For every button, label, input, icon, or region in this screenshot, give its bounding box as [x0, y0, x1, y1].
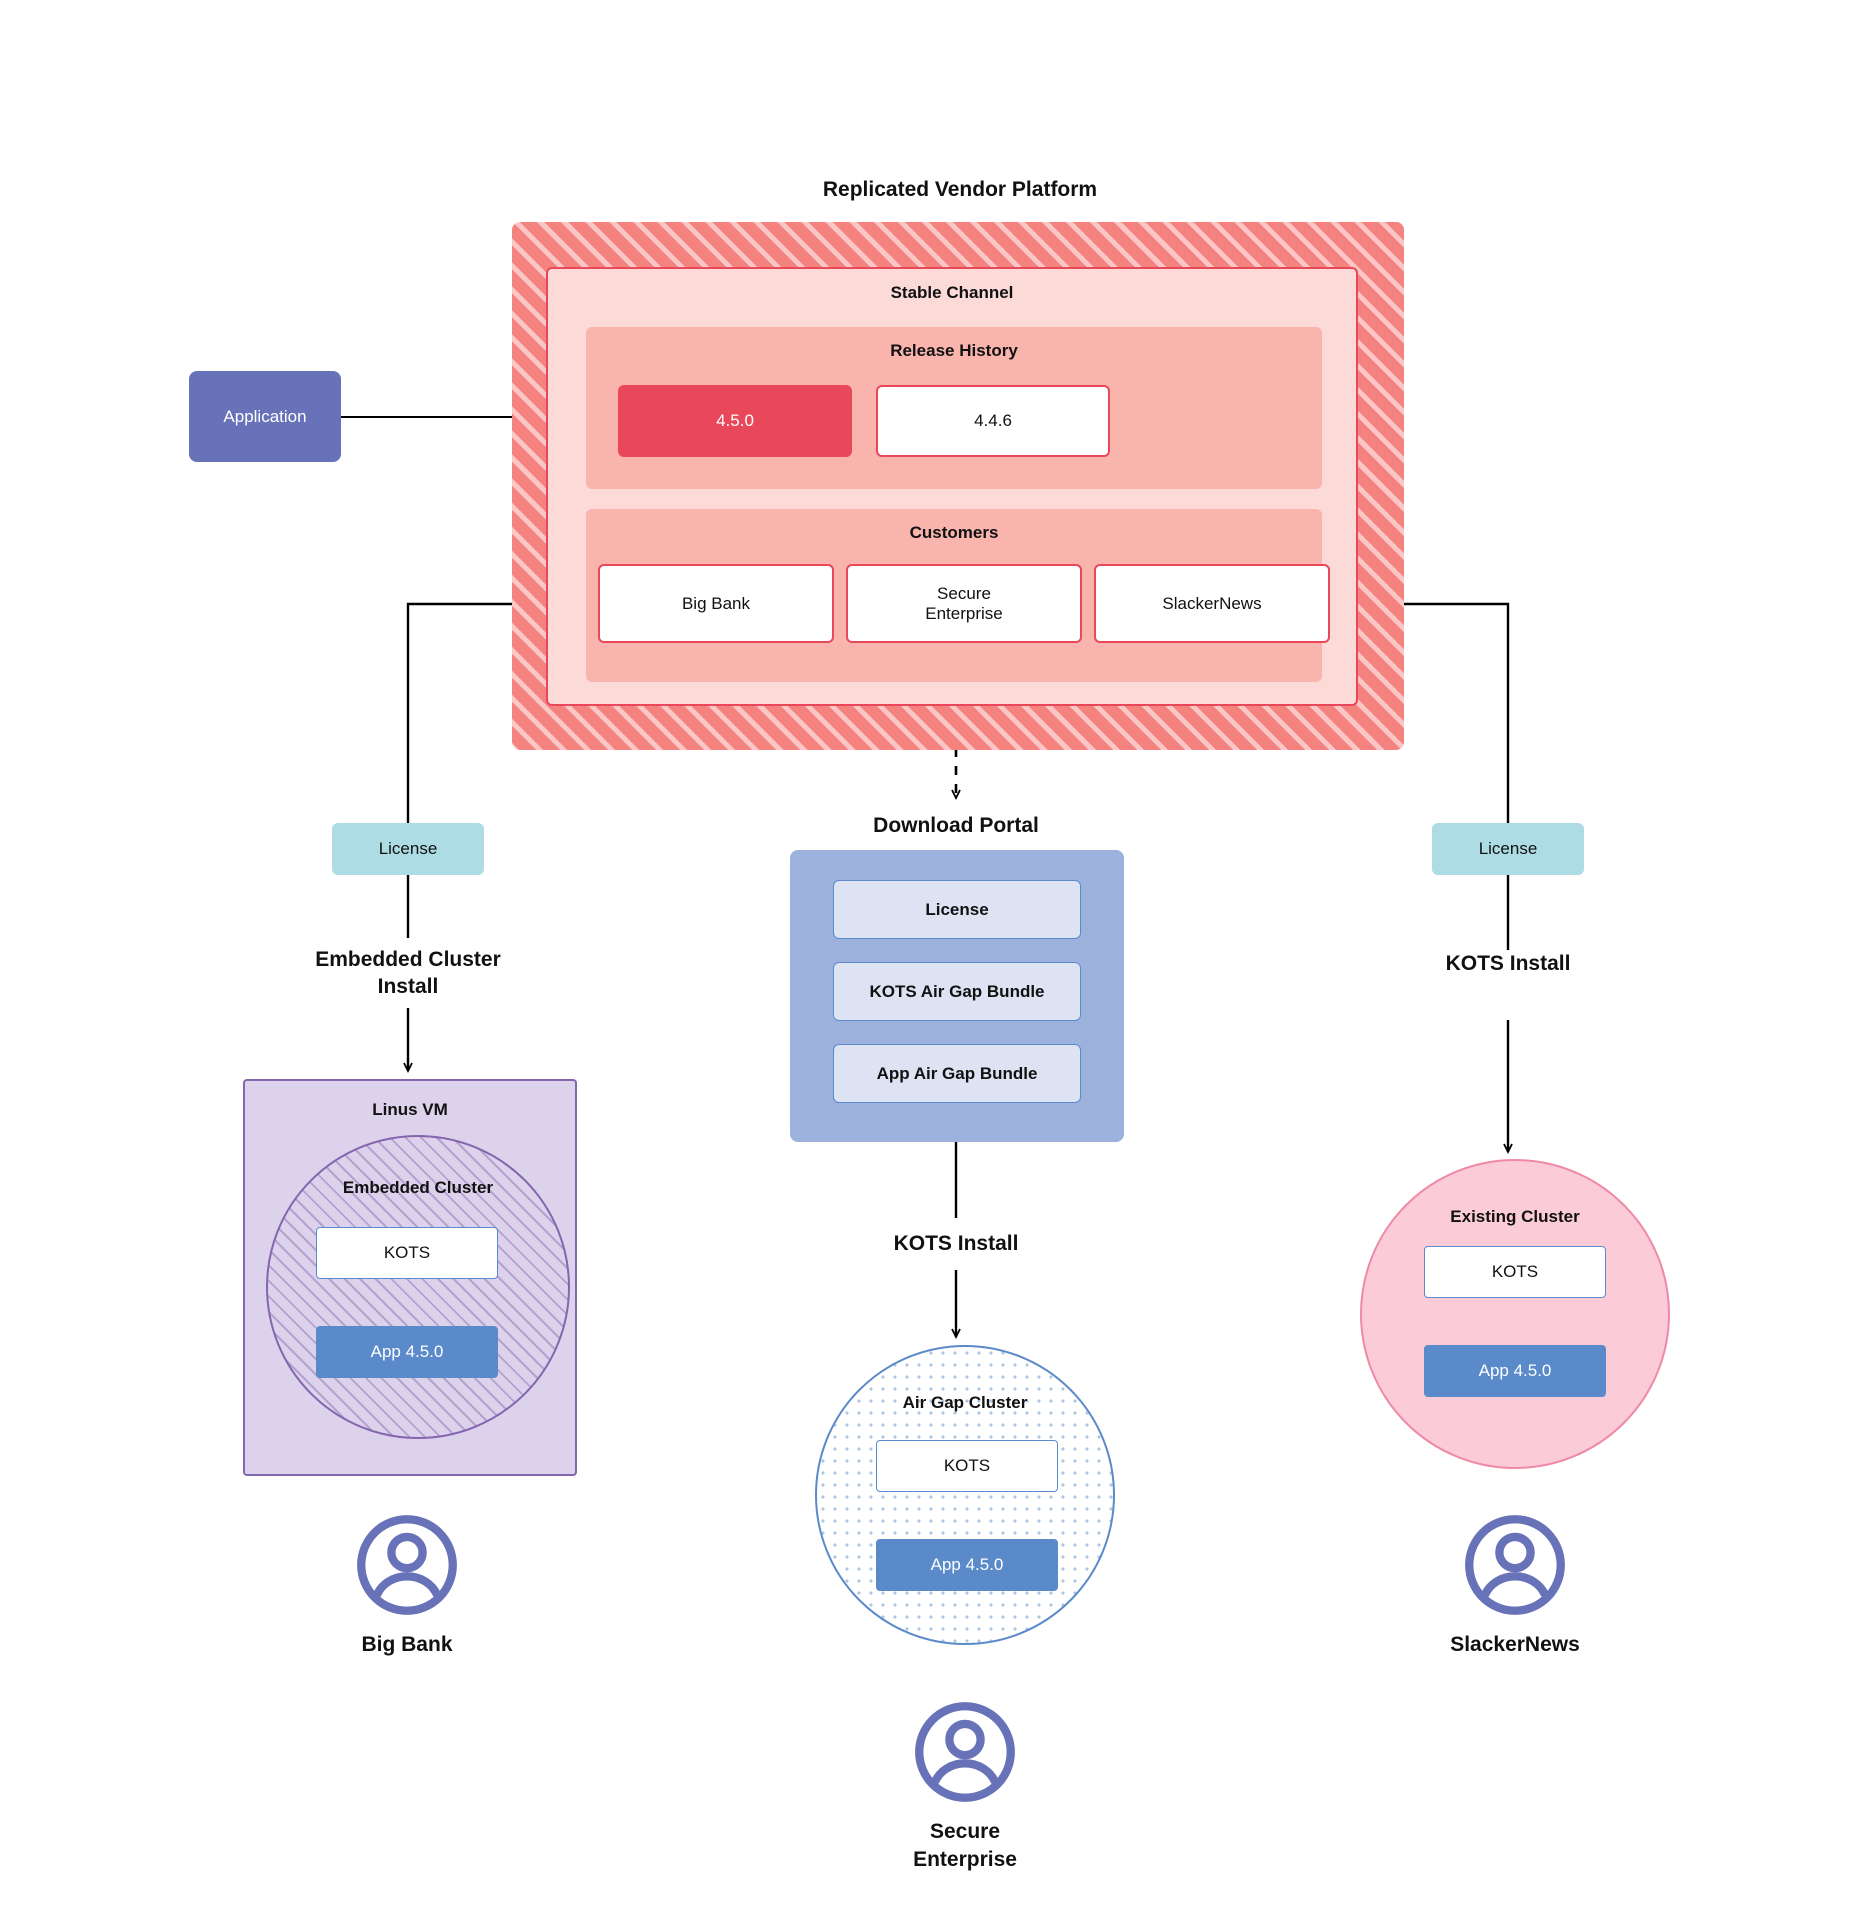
page-title: Replicated Vendor Platform — [822, 178, 1098, 202]
kots-box-embedded[interactable]: KOTS — [316, 1227, 498, 1279]
license-chip-right[interactable]: License — [1432, 823, 1584, 875]
app-box-embedded[interactable]: App 4.5.0 — [316, 1326, 498, 1378]
embedded-cluster-install-label: Embedded Cluster Install — [315, 947, 501, 998]
embedded-cluster-title: Embedded Cluster — [342, 1177, 494, 1197]
download-portal-container: License KOTS Air Gap Bundle App Air Gap … — [790, 850, 1124, 1142]
linux-vm-title: Linus VM — [372, 1099, 448, 1119]
customer-name-slackernews: SlackerNews — [1450, 1633, 1580, 1656]
linux-vm-container: Linus VM Embedded Cluster KOTS App 4.5.0 — [243, 1079, 577, 1476]
avatar-slackernews — [1463, 1513, 1567, 1617]
portal-item-app-air-gap-bundle[interactable]: App Air Gap Bundle — [833, 1044, 1081, 1103]
app-box-existing[interactable]: App 4.5.0 — [1424, 1345, 1606, 1397]
release-item-previous[interactable]: 4.4.6 — [876, 385, 1110, 457]
stable-channel-title: Stable Channel — [890, 282, 1014, 302]
release-item-current[interactable]: 4.5.0 — [618, 385, 852, 457]
customer-card-slackernews[interactable]: SlackerNews — [1094, 564, 1330, 643]
kots-install-label-right: KOTS Install — [1445, 952, 1571, 976]
kots-install-label-center: KOTS Install — [893, 1232, 1019, 1256]
kots-box-existing[interactable]: KOTS — [1424, 1246, 1606, 1298]
air-gap-cluster-title: Air Gap Cluster — [902, 1392, 1028, 1412]
customer-name-secure-enterprise: Secure Enterprise — [913, 1820, 1017, 1871]
app-box-airgap[interactable]: App 4.5.0 — [876, 1539, 1058, 1591]
avatar-big-bank — [355, 1513, 459, 1617]
existing-cluster-title: Existing Cluster — [1450, 1206, 1580, 1226]
customers-container: Customers Big Bank Secure Enterprise Sla… — [586, 509, 1330, 682]
download-portal-title: Download Portal — [873, 814, 1039, 838]
customer-name-big-bank: Big Bank — [361, 1633, 453, 1656]
air-gap-cluster-circle: Air Gap Cluster KOTS App 4.5.0 — [815, 1345, 1115, 1645]
portal-item-kots-air-gap-bundle[interactable]: KOTS Air Gap Bundle — [833, 962, 1081, 1021]
avatar-secure-enterprise — [913, 1700, 1017, 1804]
customer-card-secure-enterprise[interactable]: Secure Enterprise — [846, 564, 1082, 643]
stable-channel-container: Stable Channel Release History 4.5.0 4.4… — [546, 267, 1358, 706]
release-history-container: Release History 4.5.0 4.4.6 — [586, 327, 1322, 489]
release-history-title: Release History — [890, 340, 1018, 360]
license-chip-left[interactable]: License — [332, 823, 484, 875]
portal-item-license[interactable]: License — [833, 880, 1081, 939]
kots-box-airgap[interactable]: KOTS — [876, 1440, 1058, 1492]
customer-card-big-bank[interactable]: Big Bank — [598, 564, 834, 643]
application-node[interactable]: Application — [189, 371, 341, 462]
existing-cluster-circle: Existing Cluster KOTS App 4.5.0 — [1360, 1159, 1670, 1469]
customers-title: Customers — [909, 522, 999, 542]
embedded-cluster-circle: Embedded Cluster KOTS App 4.5.0 — [266, 1135, 570, 1439]
